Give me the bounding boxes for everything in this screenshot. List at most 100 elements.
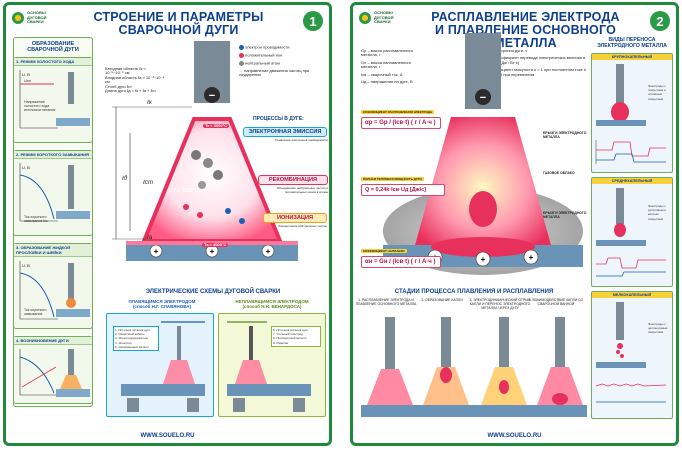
logo-text: ОСНОВЫ ДУГОВОЙ СВАРКИ bbox=[374, 10, 394, 24]
scheme1-title: ПЛАВЯЩИМСЯ ЭЛЕКТРОДОМ bbox=[128, 299, 196, 304]
step-panel-4: 4. ВОЗНИКНОВЕНИЕ ДУГИ bbox=[13, 336, 93, 404]
def-item: k – коэффициент мощности k = 1 при посто… bbox=[481, 67, 586, 77]
stage-label: 3. ЭЛЕКТРОДИНАМИЧЕСКИЙ ОТРЫВ КАПЛИ И ПЕР… bbox=[469, 298, 531, 310]
step-label: 2. РЕЖИМ КОРОТКОГО ЗАМЫКАНИЯ bbox=[14, 151, 92, 159]
process-emission: ЭЛЕКТРОННАЯ ЭМИССИЯ bbox=[243, 127, 327, 137]
scheme2-item: 7. Угольный электрод bbox=[273, 332, 303, 337]
transfer-drawing bbox=[595, 64, 666, 164]
stage-label: 1. РАСПЛАВЛЕНИЕ ЭЛЕКТРОДА И ПЛАВЛЕНИЕ ОС… bbox=[355, 298, 417, 306]
temp-anode: Та ≈ 4000°С bbox=[202, 242, 229, 248]
dim-ld: ℓд bbox=[122, 176, 128, 182]
step-note: Напряжение холостого хода источника пита… bbox=[24, 100, 56, 113]
legend-text: нейтральный атом bbox=[245, 60, 280, 66]
legend-text: электрон проводимости bbox=[245, 44, 290, 50]
scheme1-item: 5. Свариваемый металл bbox=[115, 344, 149, 349]
scheme1-item: 4. Электрод bbox=[115, 340, 132, 345]
transfer-name: КРУПНОКАПЕЛЬНЫЙ bbox=[592, 54, 672, 60]
process-ionization: ИОНИЗАЦИЯ bbox=[263, 213, 327, 223]
logo: ОСНОВЫ ДУГОВОЙ СВАРКИ bbox=[12, 10, 61, 25]
schemes-title: ЭЛЕКТРИЧЕСКИЕ СХЕМЫ ДУГОВОЙ СВАРКИ bbox=[145, 289, 281, 295]
dim-lk: ℓк bbox=[147, 100, 152, 106]
footer-url: WWW.SOUELO.RU bbox=[140, 433, 195, 439]
formation-title: ОБРАЗОВАНИЕ СВАРОЧНОЙ ДУГИ bbox=[27, 41, 79, 53]
title-line-1: СТРОЕНИЕ И ПАРАМЕТРЫ bbox=[93, 10, 264, 24]
formula1-caption: КОЭФФИЦИЕНТ РАСПЛАВЛЕНИЯ ЭЛЕКТРОДА bbox=[361, 110, 435, 114]
scheme2-list: 6. Источник питания дуги 7. Угольный эле… bbox=[271, 326, 321, 347]
transfer-name: МЕЛКОКАПЕЛЬНЫЙ bbox=[592, 292, 672, 298]
logo-mark-icon bbox=[359, 11, 371, 24]
callout-spatter-2: БРЫЗГИ ЭЛЕКТРОДНОГО МЕТАЛЛА bbox=[543, 211, 587, 220]
transfer-panel-small: МЕЛКОКАПЕЛЬНЫЙ Электроды с целлюлозным п… bbox=[591, 291, 673, 419]
formula2-caption: ПОЛНАЯ ТЕПЛОВАЯ МОЩНОСТЬ ДУГИ bbox=[361, 177, 424, 181]
svg-text:+: + bbox=[210, 247, 215, 256]
svg-text:−: − bbox=[480, 92, 486, 104]
legend-direction: → направление движения частиц при соудар… bbox=[239, 68, 310, 78]
step-graph: U, В bbox=[19, 163, 90, 222]
svg-text:U, В: U, В bbox=[22, 263, 30, 268]
stage-label: 2. ОБРАЗОВАНИЕ КАПЛИ bbox=[421, 298, 463, 302]
step-note: Ток короткого замыкания bbox=[24, 308, 47, 317]
temp-column: Тст ≈ 7000°С bbox=[168, 188, 199, 194]
scheme2-diagram: 6. Источник питания дуги 7. Угольный эле… bbox=[218, 313, 326, 417]
particle-legend: электрон проводимости положительный ион … bbox=[239, 45, 319, 78]
legend-atom: нейтральный атом bbox=[239, 61, 319, 66]
footer-url: WWW.SOUELO.RU bbox=[487, 433, 542, 439]
melting-diagram: − + + + bbox=[383, 33, 583, 275]
step-panel-3: 3. ОБРАЗОВАНИЕ ЖИДКОЙ ПРОСЛОЙКИ И ШЕЙКИ … bbox=[13, 243, 93, 329]
def-item: Uд – напряжение на дуге, В bbox=[361, 79, 413, 85]
process-emission-desc: Появление электронов проводимости bbox=[275, 138, 328, 142]
transfer-name: СРЕДНЕКАПЕЛЬНЫЙ bbox=[592, 178, 672, 184]
scheme2-item: 9. Изделие bbox=[273, 340, 289, 345]
anode-area: Анодная область ℓа ≈ 10⁻³÷10⁻⁴ см bbox=[105, 74, 165, 85]
stage-label: 4. ВЗАИМОДЕЙСТВИЕ КАПЛИ СО СВАРОЧНОЙ ВАН… bbox=[528, 298, 584, 306]
def-item: Gр – масса расплавленного металла, г bbox=[361, 48, 414, 58]
logo-mark-icon bbox=[12, 11, 24, 24]
step-label: 4. ВОЗНИКНОВЕНИЕ ДУГИ bbox=[14, 337, 92, 345]
step-graph: U, В bbox=[19, 261, 90, 320]
step-label: 3. ОБРАЗОВАНИЕ ЖИДКОЙ ПРОСЛОЙКИ И ШЕЙКИ bbox=[14, 244, 92, 257]
transfer-types-title: ВИДЫ ПЕРЕНОСА ЭЛЕКТРОДНОГО МЕТАЛЛА bbox=[597, 37, 667, 49]
scheme2-item: 6. Источник питания дуги bbox=[273, 328, 309, 332]
column-area: Столб дуги ℓст bbox=[105, 83, 132, 89]
step-label: 1. РЕЖИМ ХОЛОСТОГО ХОДА bbox=[14, 58, 92, 66]
logo: ОСНОВЫ ДУГОВОЙ СВАРКИ bbox=[359, 10, 408, 25]
arc-length: Длина дуги ℓд = ℓк + ℓа + ℓст bbox=[105, 88, 156, 94]
poster-title: СТРОЕНИЕ И ПАРАМЕТРЫ СВАРОЧНОЙ ДУГИ bbox=[58, 11, 299, 37]
transfer-drawing bbox=[596, 188, 666, 277]
poster-number-badge: 2 bbox=[650, 11, 670, 31]
legend-ion: положительный ион bbox=[239, 53, 319, 58]
scheme1-diagram: 1. Источник питания дуги 2. Сварочный ка… bbox=[106, 313, 214, 417]
formula-deposit-coeff: αн = Gн / (Iсв·t) ( г / А·ч ) bbox=[361, 256, 441, 268]
transfer-drawing bbox=[595, 302, 667, 403]
dim-la: ℓа bbox=[147, 235, 153, 241]
scheme2-item: 8. Присадочный металл bbox=[273, 336, 307, 341]
stages-title: СТАДИИ ПРОЦЕССА ПЛАВЛЕНИЯ И РАСПЛАВЛЕНИЯ bbox=[394, 289, 554, 295]
poster-electrode-melting: ОСНОВЫ ДУГОВОЙ СВАРКИ РАСПЛАВЛЕНИЕ ЭЛЕКТ… bbox=[350, 2, 679, 446]
dim-lst: ℓст bbox=[143, 180, 153, 186]
poster-number-badge: 1 bbox=[303, 11, 323, 31]
transfer-desc: Электроды с целлюлозным покрытием bbox=[648, 322, 668, 335]
arc-flame bbox=[415, 117, 551, 245]
stage-1 bbox=[361, 317, 419, 417]
svg-text:U, В: U, В bbox=[22, 72, 30, 77]
title-line-1: РАСПЛАВЛЕНИЕ ЭЛЕКТРОДА bbox=[431, 10, 620, 24]
stage-2 bbox=[417, 317, 475, 417]
process-recombination-desc: Объединение нейтральных частиц и положит… bbox=[276, 186, 328, 195]
svg-text:+: + bbox=[154, 247, 159, 256]
svg-text:+: + bbox=[481, 255, 486, 264]
def-item: Iсв – сварочный ток, А bbox=[361, 71, 403, 77]
step-panel-2: 2. РЕЖИМ КОРОТКОГО ЗАМЫКАНИЯ U, В Ток ко… bbox=[13, 150, 93, 236]
transfer-panel-large: КРУПНОКАПЕЛЬНЫЙ Электроды с покрытием и … bbox=[591, 53, 673, 173]
callout-gas-cloud: ГАЗОВОЕ ОБЛАКО bbox=[543, 171, 575, 175]
stage-3 bbox=[475, 317, 533, 417]
formula-heat-power: Q = 0,24k·Iсв·Uд [Дж/с] bbox=[361, 184, 445, 196]
logo-text: ОСНОВЫ ДУГОВОЙ СВАРКИ bbox=[27, 10, 47, 24]
step-graph: U, В Uхх bbox=[19, 70, 90, 129]
svg-text:+: + bbox=[266, 247, 271, 256]
scheme1-drawing bbox=[121, 321, 205, 412]
formula-melting-coeff: αр = Gр / (Iсв·t) ( г / А·ч ) bbox=[361, 117, 441, 129]
legend-text: положительный ион bbox=[245, 52, 283, 58]
cathode-area: Катодная область ℓк ≈ 10⁻⁵÷10⁻⁶ см bbox=[105, 66, 146, 76]
svg-text:Uхх: Uхх bbox=[24, 78, 31, 83]
scheme2-sub: (способ Н.Н. БЕНАРДОСА) bbox=[242, 304, 302, 309]
